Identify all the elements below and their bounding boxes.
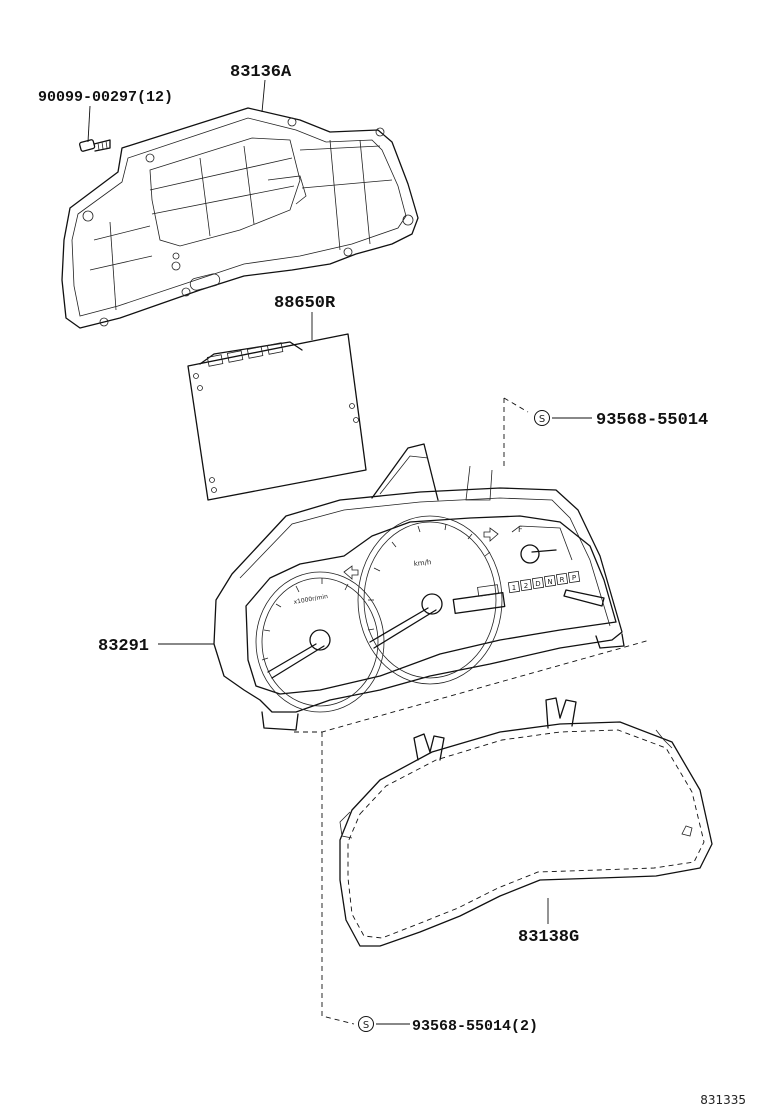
combination-meter	[213, 443, 625, 731]
callout-clip-bottom: 93568-55014(2)	[412, 1018, 538, 1035]
clip-symbol-letter: S	[539, 414, 545, 425]
circuit-board	[187, 333, 367, 501]
speed-unit-text: km/h	[413, 558, 431, 568]
cluster-bracket	[61, 107, 419, 329]
clip-symbol-bottom: S	[358, 1016, 374, 1032]
screw-icon	[79, 139, 111, 152]
assembly-guides	[294, 397, 651, 1025]
gear-indicator-label: 1	[512, 584, 516, 592]
leader-lines	[87, 79, 592, 1025]
callout-bracket: 83136A	[230, 63, 292, 82]
figure-number: 831335	[700, 1093, 746, 1107]
callout-screw: 90099-00297(12)	[38, 89, 173, 106]
fuel-mark-text: F	[518, 525, 523, 534]
gear-indicator-label: N	[547, 578, 552, 586]
speed-ticks	[367, 523, 491, 631]
gear-indicator-label: P	[572, 574, 576, 582]
callout-clip-top: 93568-55014	[596, 411, 708, 430]
callout-glass-cover: 83138G	[518, 928, 579, 947]
callout-circuit-board: 88650R	[274, 294, 336, 313]
gear-indicator-strip	[507, 570, 581, 594]
callout-meter-assembly: 83291	[98, 637, 149, 656]
clip-symbol-top: S	[534, 410, 550, 426]
tach-ticks	[261, 578, 349, 661]
gear-indicator-label: 2	[524, 582, 528, 590]
gear-indicator-label: R	[560, 576, 565, 584]
clip-symbol-letter: S	[363, 1020, 369, 1031]
tach-unit-text: x1000r/min	[293, 593, 329, 606]
gear-indicator-label: D	[535, 580, 540, 588]
meter-glass-cover	[339, 697, 713, 947]
